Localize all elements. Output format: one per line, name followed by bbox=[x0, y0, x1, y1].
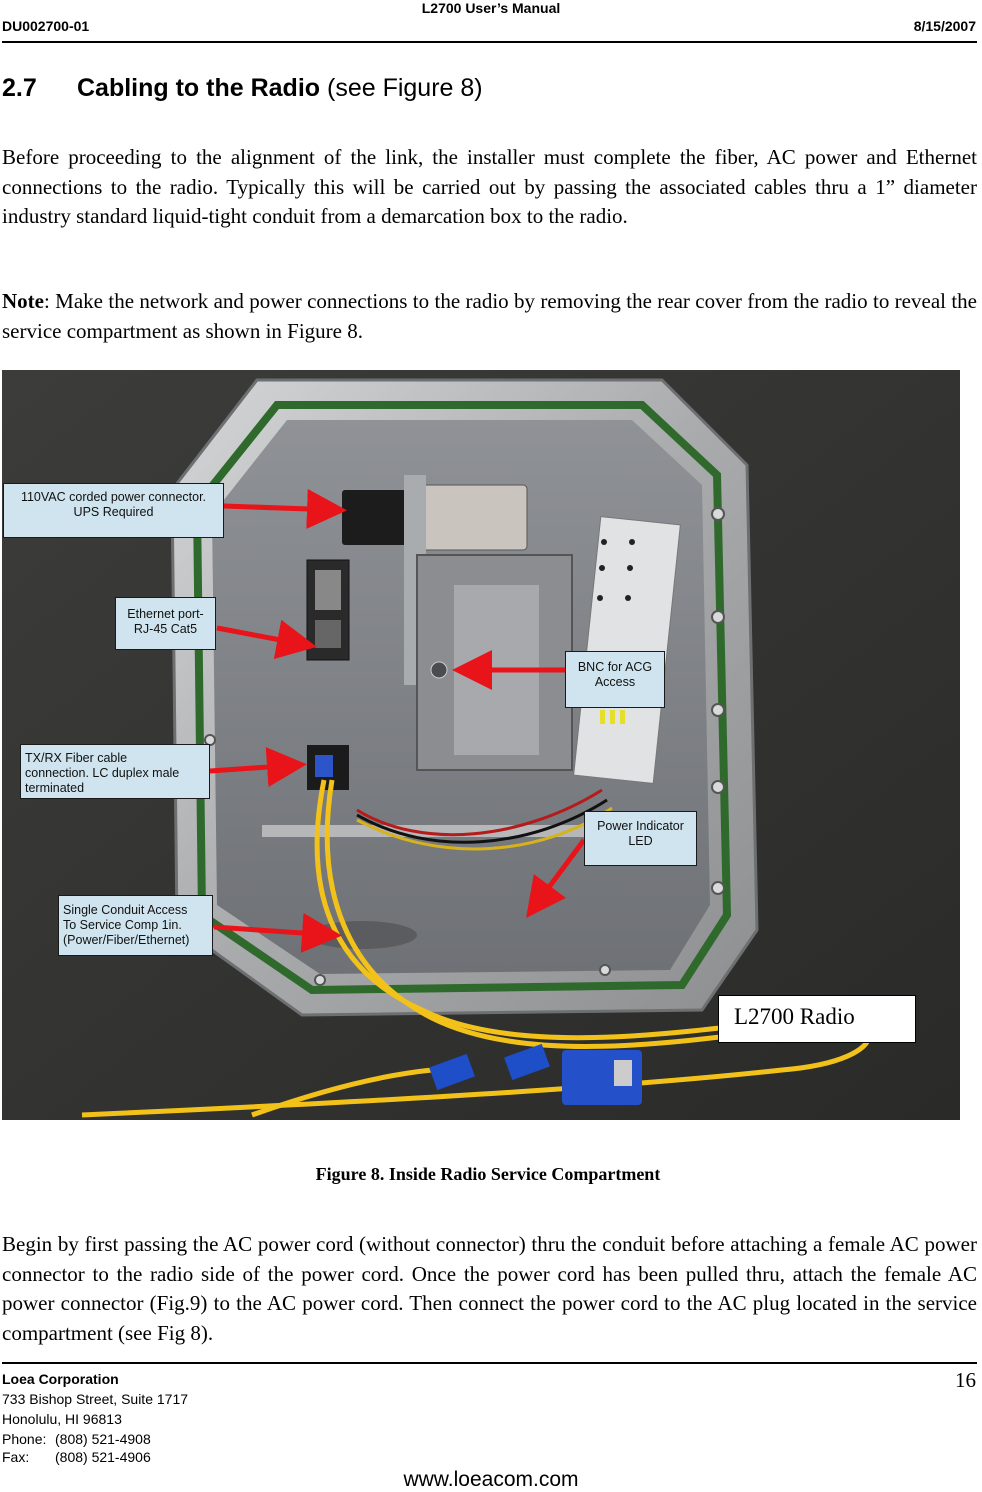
footer-address1: 733 Bishop Street, Suite 1717 bbox=[2, 1391, 189, 1407]
callout-power-led: Power Indicator LED bbox=[584, 811, 697, 866]
section-figure-ref: (see Figure 8) bbox=[327, 74, 483, 102]
callout-power-led-line1: Power Indicator bbox=[597, 819, 684, 833]
fiber-cable-b bbox=[324, 779, 818, 1049]
arrow-ethernet bbox=[216, 619, 317, 660]
sc-connector-2 bbox=[504, 1043, 550, 1081]
callout-fiber-line3: terminated bbox=[25, 781, 85, 795]
power-supply-holes bbox=[597, 539, 635, 601]
footer-address2: Honolulu, HI 96813 bbox=[2, 1411, 122, 1427]
header-divider bbox=[2, 41, 977, 43]
callout-ethernet: Ethernet port- RJ-45 Cat5 bbox=[115, 597, 216, 650]
bnc-connector bbox=[430, 661, 448, 679]
sc-coupler-face bbox=[614, 1060, 632, 1086]
callout-ethernet-line1: Ethernet port- bbox=[127, 607, 204, 621]
ac-plug-body bbox=[416, 484, 528, 551]
sc-connector-1 bbox=[429, 1053, 475, 1091]
figure-caption: Figure 8. Inside Radio Service Compartme… bbox=[315, 1164, 661, 1184]
intro-paragraph: Before proceeding to the alignment of th… bbox=[2, 145, 977, 228]
footer-website[interactable]: www.loeacom.com bbox=[403, 1468, 579, 1491]
footer-fax-number: (808) 521-4906 bbox=[55, 1449, 151, 1465]
callout-bnc: BNC for ACG Access bbox=[565, 651, 665, 708]
yellow-wire bbox=[356, 806, 613, 851]
callout-ac-power: 110VAC corded power connector. UPS Requi… bbox=[3, 483, 224, 538]
footer-fax: Fax: (808) 521-4906 bbox=[2, 1449, 151, 1465]
page-number: 16 bbox=[955, 1368, 976, 1392]
radio-label: L2700 Radio bbox=[718, 995, 916, 1043]
footer-phone-label: Phone: bbox=[2, 1431, 47, 1447]
document-date: 8/15/2007 bbox=[913, 18, 976, 34]
annotation-arrows bbox=[209, 488, 587, 953]
callout-power-led-line2: LED bbox=[628, 834, 653, 848]
callout-fiber-line2: connection. LC duplex male bbox=[25, 766, 180, 780]
callout-ac-power-line2: UPS Required bbox=[73, 505, 154, 519]
led-indicators bbox=[600, 710, 625, 724]
callout-bnc-line2: Access bbox=[594, 675, 636, 689]
footer-phone-number: (808) 521-4908 bbox=[55, 1431, 151, 1447]
callout-ac-power-line1: 110VAC corded power connector. bbox=[20, 490, 207, 504]
lc-connector bbox=[315, 755, 333, 777]
section-heading: 2.7 Cabling to the Radio (see Figure 8) bbox=[2, 74, 483, 103]
footer-fax-label: Fax: bbox=[2, 1449, 30, 1465]
callout-bnc-line1: BNC for ACG bbox=[577, 660, 653, 674]
note-text: : Make the network and power connections… bbox=[2, 289, 977, 343]
footer-company: Loea Corporation bbox=[2, 1371, 119, 1387]
procedure-paragraph: Begin by first passing the AC power cord… bbox=[2, 1232, 977, 1345]
section-title: Cabling to the Radio bbox=[77, 74, 321, 102]
document-id: DU002700-01 bbox=[2, 18, 90, 34]
arrow-ac-power bbox=[223, 488, 347, 529]
red-wire bbox=[356, 788, 603, 837]
footer-phone: Phone: (808) 521-4908 bbox=[2, 1431, 151, 1447]
figure-photo: 110VAC corded power connector. UPS Requi… bbox=[2, 370, 960, 1120]
callout-fiber-line1: TX/RX Fiber cable bbox=[25, 751, 128, 765]
serial-port bbox=[315, 570, 341, 610]
note-label: Note bbox=[2, 289, 44, 313]
running-header-title: L2700 User’s Manual bbox=[421, 0, 561, 16]
arrow-led bbox=[526, 838, 587, 919]
arrow-fiber bbox=[209, 747, 307, 788]
ethernet-port bbox=[315, 620, 341, 648]
callout-conduit-line2: To Service Comp 1in. bbox=[63, 918, 182, 932]
callout-conduit-line3: (Power/Fiber/Ethernet) bbox=[63, 933, 190, 947]
arrow-conduit bbox=[213, 913, 342, 953]
footer-divider bbox=[2, 1362, 977, 1364]
callout-conduit: Single Conduit Access To Service Comp 1i… bbox=[58, 895, 213, 956]
callout-conduit-line1: Single Conduit Access bbox=[63, 903, 188, 917]
fiber-cable-c bbox=[251, 1067, 433, 1118]
note-paragraph: Note: Make the network and power connect… bbox=[2, 287, 977, 346]
black-wire bbox=[356, 798, 608, 844]
section-number: 2.7 bbox=[2, 74, 37, 102]
callout-fiber: TX/RX Fiber cable connection. LC duplex … bbox=[20, 744, 210, 799]
callout-ethernet-line2: RJ-45 Cat5 bbox=[133, 622, 198, 636]
